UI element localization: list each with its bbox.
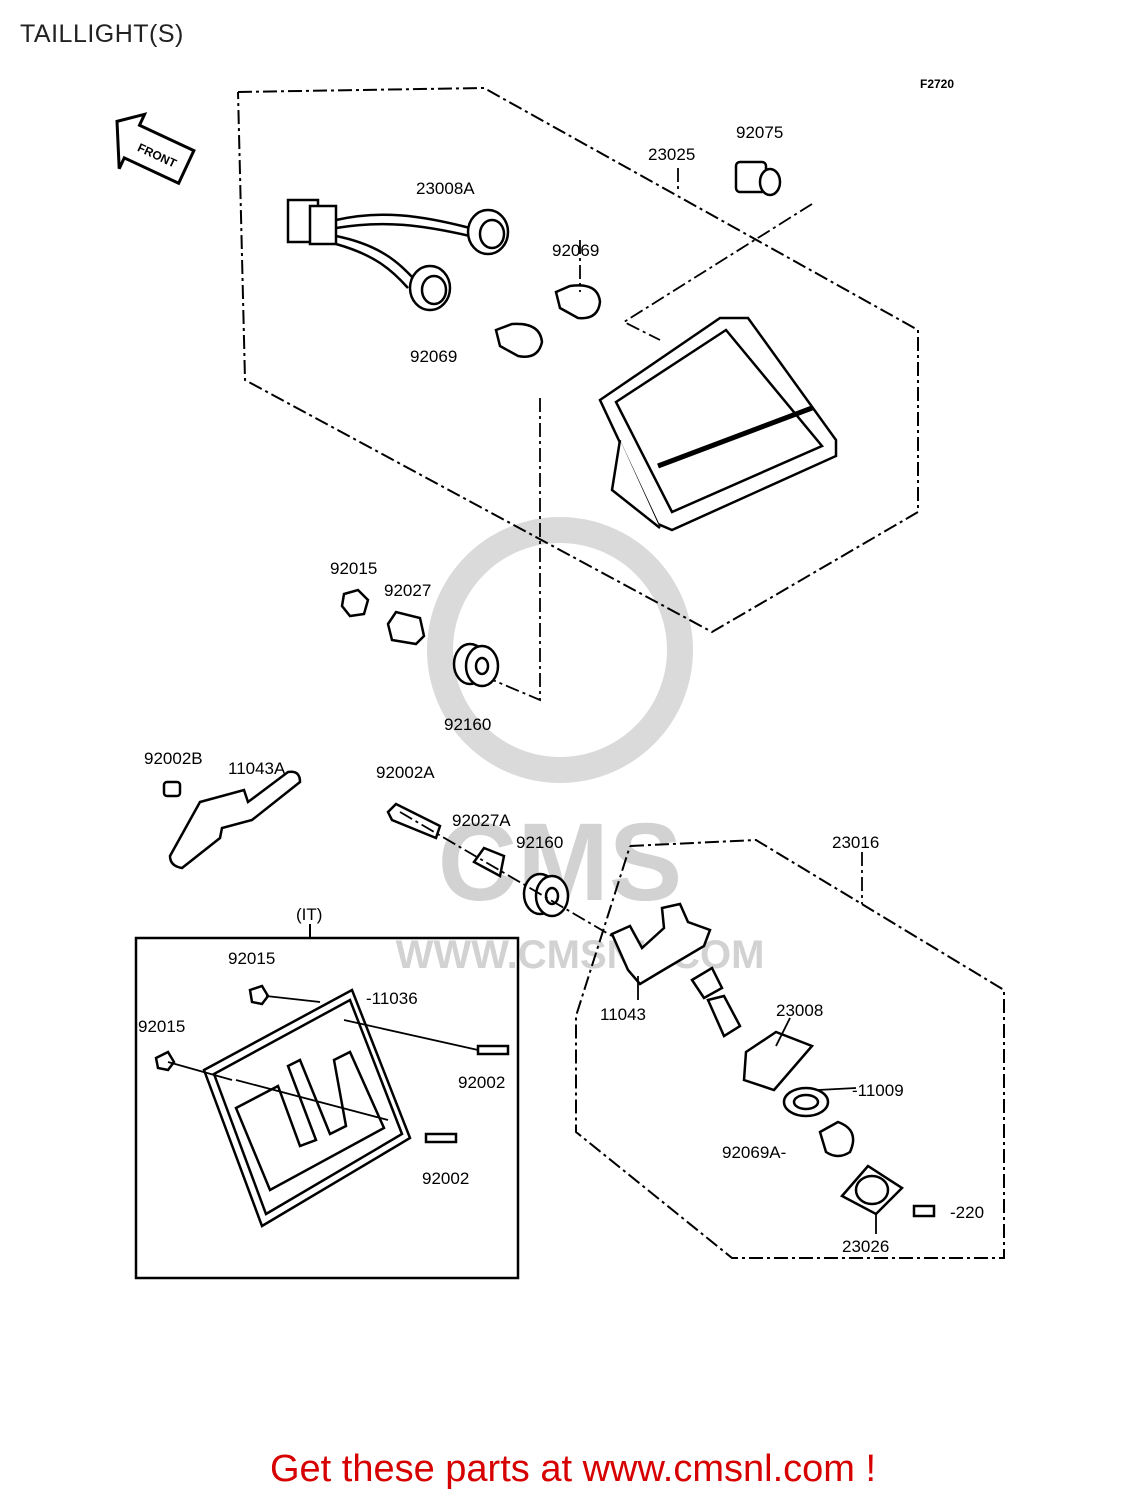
part-label-92015-plate-a: 92015 (228, 949, 275, 968)
part-label-92160-lower: 92160 (516, 833, 563, 852)
license-light-leaders (637, 976, 877, 1234)
part-label-92002A: 92002A (376, 763, 435, 782)
bolt-92002-plate-b (424, 1132, 458, 1144)
part-label-92069-upper: 92069 (552, 241, 599, 260)
nut-92015-plate-b (154, 1050, 176, 1072)
part-label-23008: 23008 (776, 1001, 823, 1020)
bulb-92069-upper (554, 284, 602, 320)
part-label-92002-plate-a: 92002 (458, 1073, 505, 1092)
part-label-92015-plate-b: 92015 (138, 1017, 185, 1036)
bolt-92002-plate-a (476, 1044, 510, 1056)
part-label-92002-plate-b: 92002 (422, 1169, 469, 1188)
bolt-92075 (734, 160, 782, 197)
part-labels: 23025 92075 23008A 92069 92069 92015 920… (138, 123, 984, 1256)
lens-23026 (840, 1164, 904, 1216)
part-label-23026: 23026 (842, 1237, 889, 1256)
taillight-housing (598, 316, 838, 532)
plate-leader-lines (167, 995, 479, 1121)
part-label-11043A: 11043A (228, 759, 286, 778)
front-arrow-icon: FRONT (115, 112, 196, 186)
bolt-92002A (386, 802, 442, 840)
nut-92015-upper (340, 588, 370, 618)
bulb-92069-lower (494, 322, 544, 358)
page-title: TAILLIGHT(S) (20, 20, 184, 48)
collar-92027 (386, 610, 426, 646)
harness-23008A (286, 198, 510, 312)
promo-link[interactable]: Get these parts at www.cmsnl.com ! (269, 1448, 877, 1490)
bulb-92069A (818, 1120, 855, 1158)
part-label-it: (IT) (296, 905, 322, 924)
part-label-92027A: 92027A (452, 811, 511, 830)
part-label-220: -220 (950, 1203, 984, 1222)
nut-92015-plate-a (248, 984, 270, 1006)
grommet-92160-lower (522, 872, 570, 918)
part-label-92069-lower: 92069 (410, 347, 457, 366)
gasket-11009 (782, 1086, 830, 1118)
part-label-23025: 23025 (648, 145, 695, 164)
part-label-92069A: 92069A- (722, 1143, 786, 1162)
grommet-92160-upper (452, 642, 500, 688)
part-label-92015-upper: 92015 (330, 559, 377, 578)
part-label-92160-upper: 92160 (444, 715, 491, 734)
socket-23008 (690, 966, 815, 1092)
part-label-11036: -11036 (366, 989, 418, 1008)
part-label-92027: 92027 (384, 581, 431, 600)
part-label-23016: 23016 (832, 833, 879, 852)
figure-code: F2720 (920, 77, 954, 91)
part-label-11009: -11009 (852, 1081, 904, 1100)
part-label-92002B: 92002B (144, 749, 203, 768)
part-label-11043: 11043 (600, 1005, 646, 1024)
license-light-boundary (575, 838, 1005, 1259)
taillight-assembly-boundary (237, 86, 919, 634)
bracket-11043 (610, 902, 712, 986)
screw-220 (912, 1204, 936, 1218)
license-plate-11036 (202, 988, 412, 1228)
it-plate-box (134, 936, 520, 1280)
leader-line-mount (399, 811, 613, 937)
bracket-11043A (162, 770, 302, 870)
leader-lines-upper (487, 168, 813, 702)
part-label-23008A: 23008A (416, 179, 475, 198)
part-label-92075: 92075 (736, 123, 783, 142)
cms-watermark-logo: CMS WWW.CMSNL.COM (396, 517, 764, 977)
